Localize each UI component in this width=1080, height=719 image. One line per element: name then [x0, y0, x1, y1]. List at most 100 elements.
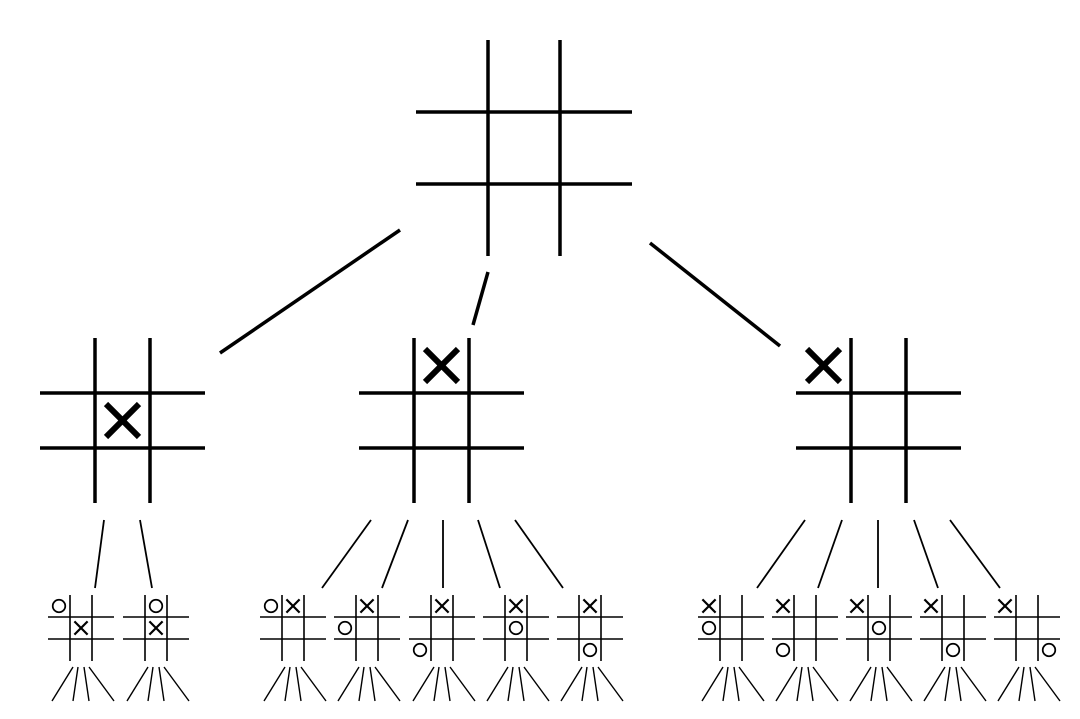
fan-line — [923, 666, 946, 702]
fan-line — [560, 666, 583, 702]
edge-level1-level2 — [477, 519, 501, 589]
edge-root-edge — [471, 271, 490, 326]
level2-board — [920, 595, 986, 661]
x-stroke — [73, 620, 89, 636]
x-stroke — [775, 598, 791, 614]
fan-line — [72, 666, 79, 702]
x-mark-icon — [508, 598, 524, 614]
fan-line — [412, 666, 435, 702]
fan-line — [523, 666, 550, 702]
x-mark-icon — [434, 598, 450, 614]
fan-line — [518, 666, 525, 702]
o-mark-icon — [337, 620, 353, 636]
x-stroke — [997, 598, 1013, 614]
edge-root-center — [219, 228, 401, 355]
level2-board — [48, 595, 114, 661]
level2-board — [483, 595, 549, 661]
o-mark-icon — [148, 598, 164, 614]
o-mark-icon — [508, 620, 524, 636]
o-mark-icon — [412, 642, 428, 658]
x-stroke — [923, 598, 939, 614]
edge-level1-level2 — [756, 519, 806, 589]
fan-line — [701, 666, 724, 702]
level2-board — [772, 595, 838, 661]
fan-line — [870, 666, 877, 702]
fan-line — [592, 666, 599, 702]
o-mark-icon — [263, 598, 279, 614]
x-stroke — [804, 346, 843, 385]
fan-line — [83, 666, 90, 702]
o-mark-icon — [871, 620, 887, 636]
o-mark-icon — [1041, 642, 1057, 658]
edge-level1-level2 — [514, 519, 564, 589]
x-mark-icon — [285, 598, 301, 614]
fan-line — [263, 666, 286, 702]
x-stroke — [359, 598, 375, 614]
level1-board-center — [40, 338, 205, 503]
fan-line — [147, 666, 154, 702]
fan-line — [51, 666, 74, 702]
edge-level1-level2 — [381, 519, 409, 589]
fan-line — [733, 666, 740, 702]
fan-line — [1018, 666, 1025, 702]
x-mark-icon — [103, 401, 142, 440]
x-mark-icon — [73, 620, 89, 636]
fan-line — [944, 666, 951, 702]
x-stroke — [103, 401, 142, 440]
x-mark-icon — [997, 598, 1013, 614]
fan-line — [796, 666, 803, 702]
fan-line — [955, 666, 962, 702]
fan-line — [374, 666, 401, 702]
x-stroke — [508, 598, 524, 614]
x-mark-icon — [422, 346, 461, 385]
x-mark-icon — [775, 598, 791, 614]
fan-line — [126, 666, 149, 702]
level2-board — [123, 595, 189, 661]
o-mark-icon — [701, 620, 717, 636]
fan-line — [337, 666, 360, 702]
x-stroke — [285, 598, 301, 614]
fan-line — [881, 666, 888, 702]
fan-line — [486, 666, 509, 702]
edge-level1-level2 — [94, 519, 105, 589]
edge-level1-level2 — [817, 519, 843, 589]
edge-root-corner — [648, 241, 782, 348]
x-stroke — [582, 598, 598, 614]
root-board — [416, 40, 632, 256]
edge-level1-level2 — [321, 519, 372, 589]
fan-line — [581, 666, 588, 702]
x-stroke — [148, 620, 164, 636]
fan-line — [886, 666, 913, 702]
fan-line — [807, 666, 814, 702]
x-mark-icon — [804, 346, 843, 385]
fan-line — [163, 666, 190, 702]
fan-line — [300, 666, 327, 702]
fan-line — [960, 666, 987, 702]
o-mark-icon — [51, 598, 67, 614]
edge-level1-level2 — [913, 519, 939, 589]
fan-line — [369, 666, 376, 702]
fan-line — [444, 666, 451, 702]
level1-board-corner — [796, 338, 961, 503]
x-mark-icon — [148, 620, 164, 636]
level2-board — [846, 595, 912, 661]
fan-line — [997, 666, 1020, 702]
o-mark-icon — [775, 642, 791, 658]
level2-board — [334, 595, 400, 661]
x-mark-icon — [359, 598, 375, 614]
edge-level1-level2 — [139, 519, 153, 589]
fan-line — [812, 666, 839, 702]
fan-line — [449, 666, 476, 702]
level1-board-edge — [359, 338, 524, 503]
fan-line — [597, 666, 624, 702]
x-mark-icon — [849, 598, 865, 614]
fan-line — [849, 666, 872, 702]
o-mark-icon — [945, 642, 961, 658]
fan-line — [158, 666, 165, 702]
level2-board — [557, 595, 623, 661]
x-stroke — [701, 598, 717, 614]
x-stroke — [422, 346, 461, 385]
level2-board — [409, 595, 475, 661]
